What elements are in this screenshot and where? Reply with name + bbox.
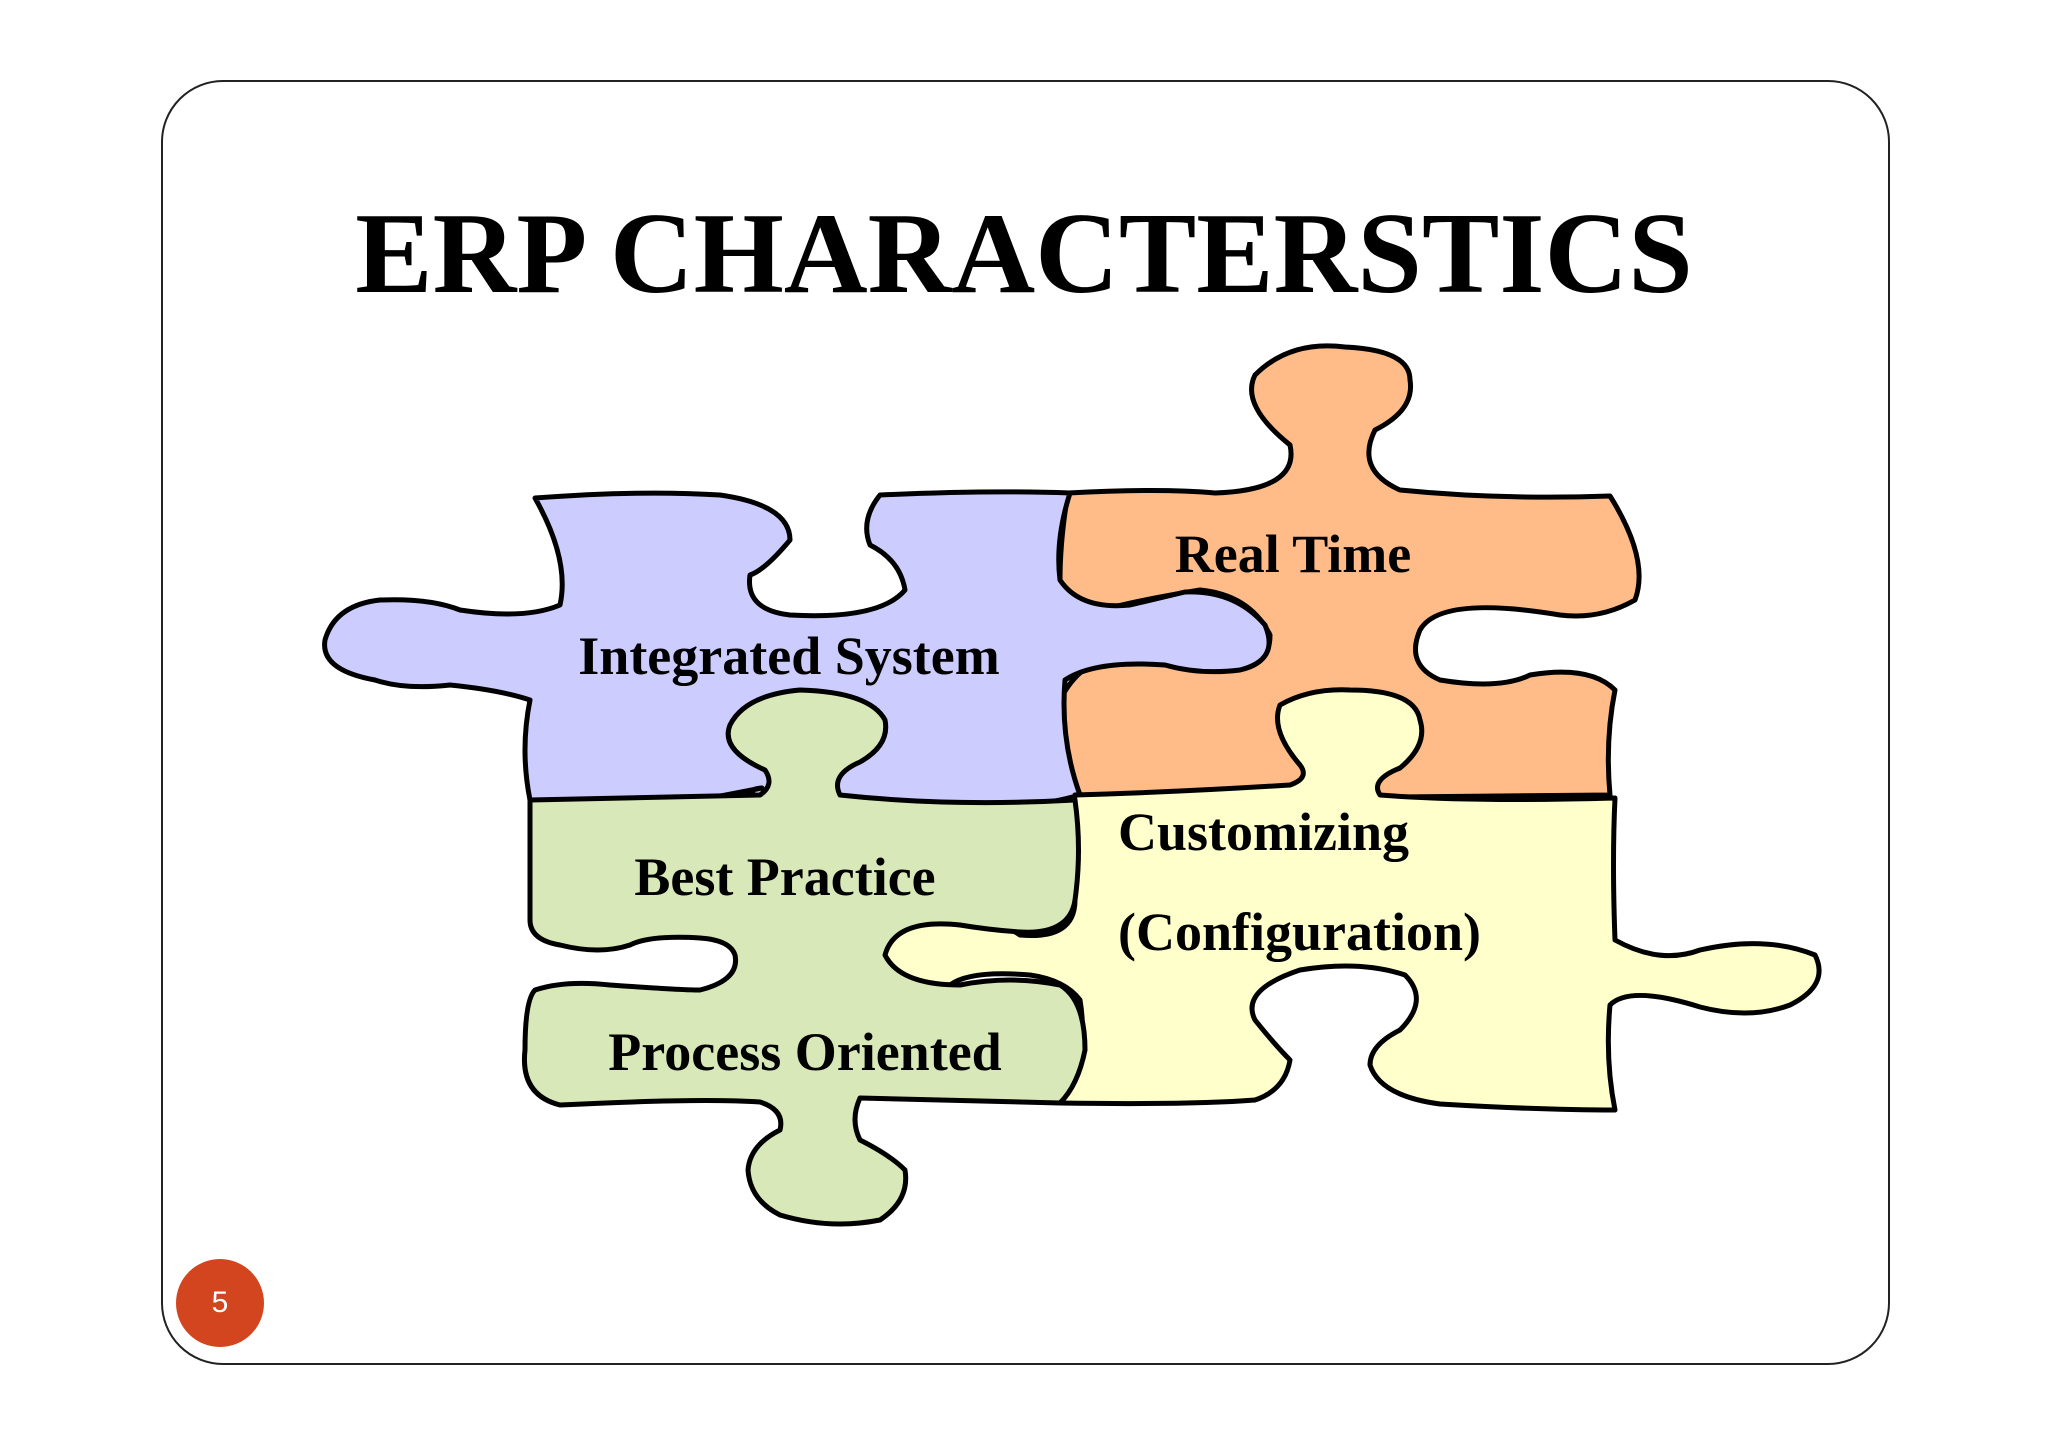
integrated-system-label: Integrated System (578, 626, 999, 686)
puzzle-piece-best-practice (521, 687, 1088, 1227)
puzzle-piece-integrated-system (322, 489, 1272, 815)
real-time-label: Real Time (1175, 524, 1412, 584)
best-practice-label: Best Practice (634, 847, 935, 907)
puzzle-piece-customizing (877, 687, 1822, 1113)
customizing-label: Customizing (1118, 802, 1409, 862)
customizing-piece-shape (877, 687, 1822, 1113)
best-practice-piece-shape (521, 687, 1088, 1227)
slide-title: ERP CHARACTERSTICS (355, 190, 1693, 318)
page-number-badge: 5 (176, 1259, 264, 1347)
configuration-label: (Configuration) (1118, 902, 1481, 962)
integrated-system-piece-shape (322, 489, 1272, 815)
process-oriented-label: Process Oriented (608, 1022, 1001, 1082)
